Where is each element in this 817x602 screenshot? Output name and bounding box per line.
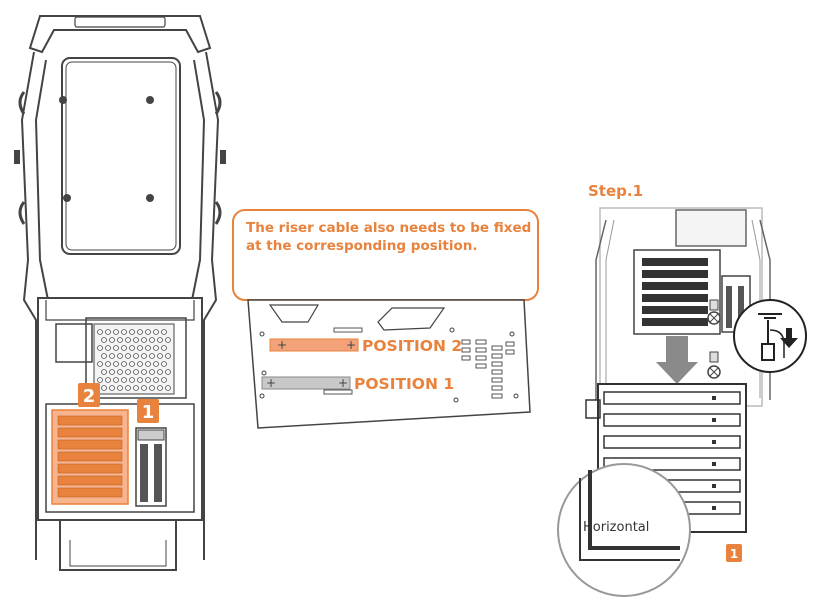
honeycomb-vent	[93, 323, 175, 395]
screw-knob-icon	[733, 299, 807, 373]
vent-holes	[97, 329, 171, 391]
pci-slot-group-position-1	[135, 427, 167, 507]
svg-text:The riser cable also needs to: The riser cable also needs to be fixed	[246, 220, 531, 236]
svg-text:+: +	[346, 338, 356, 352]
slot-position-2: + + POSITION 2	[269, 337, 462, 355]
svg-text:at the corresponding position.: at the corresponding position.	[246, 238, 477, 254]
svg-text:POSITION 1: POSITION 1	[354, 375, 454, 393]
case-interior-view	[595, 207, 771, 407]
slot-position-1: + + POSITION 1	[261, 375, 454, 393]
svg-text:+: +	[338, 376, 348, 390]
step-badge: 1	[726, 544, 742, 562]
callout-box: The riser cable also needs to be fixed a…	[232, 209, 539, 301]
step-title: Step.1	[588, 182, 643, 200]
svg-text:1: 1	[142, 402, 155, 423]
svg-text:+: +	[277, 338, 287, 352]
svg-text:1: 1	[730, 547, 738, 561]
riser-bracket-panel	[247, 299, 531, 429]
zoom-detail-circle: Horizontal	[557, 463, 691, 597]
svg-text:+: +	[266, 376, 276, 390]
badge-2: 2	[78, 383, 100, 407]
svg-text:POSITION 2: POSITION 2	[362, 337, 462, 355]
insert-arrow-icon	[656, 336, 698, 384]
pci-slot-group-position-2	[51, 409, 129, 505]
svg-text:2: 2	[83, 386, 96, 407]
down-arrow-icon	[780, 328, 798, 348]
badge-1: 1	[137, 399, 159, 423]
svg-text:Horizontal: Horizontal	[583, 520, 649, 535]
